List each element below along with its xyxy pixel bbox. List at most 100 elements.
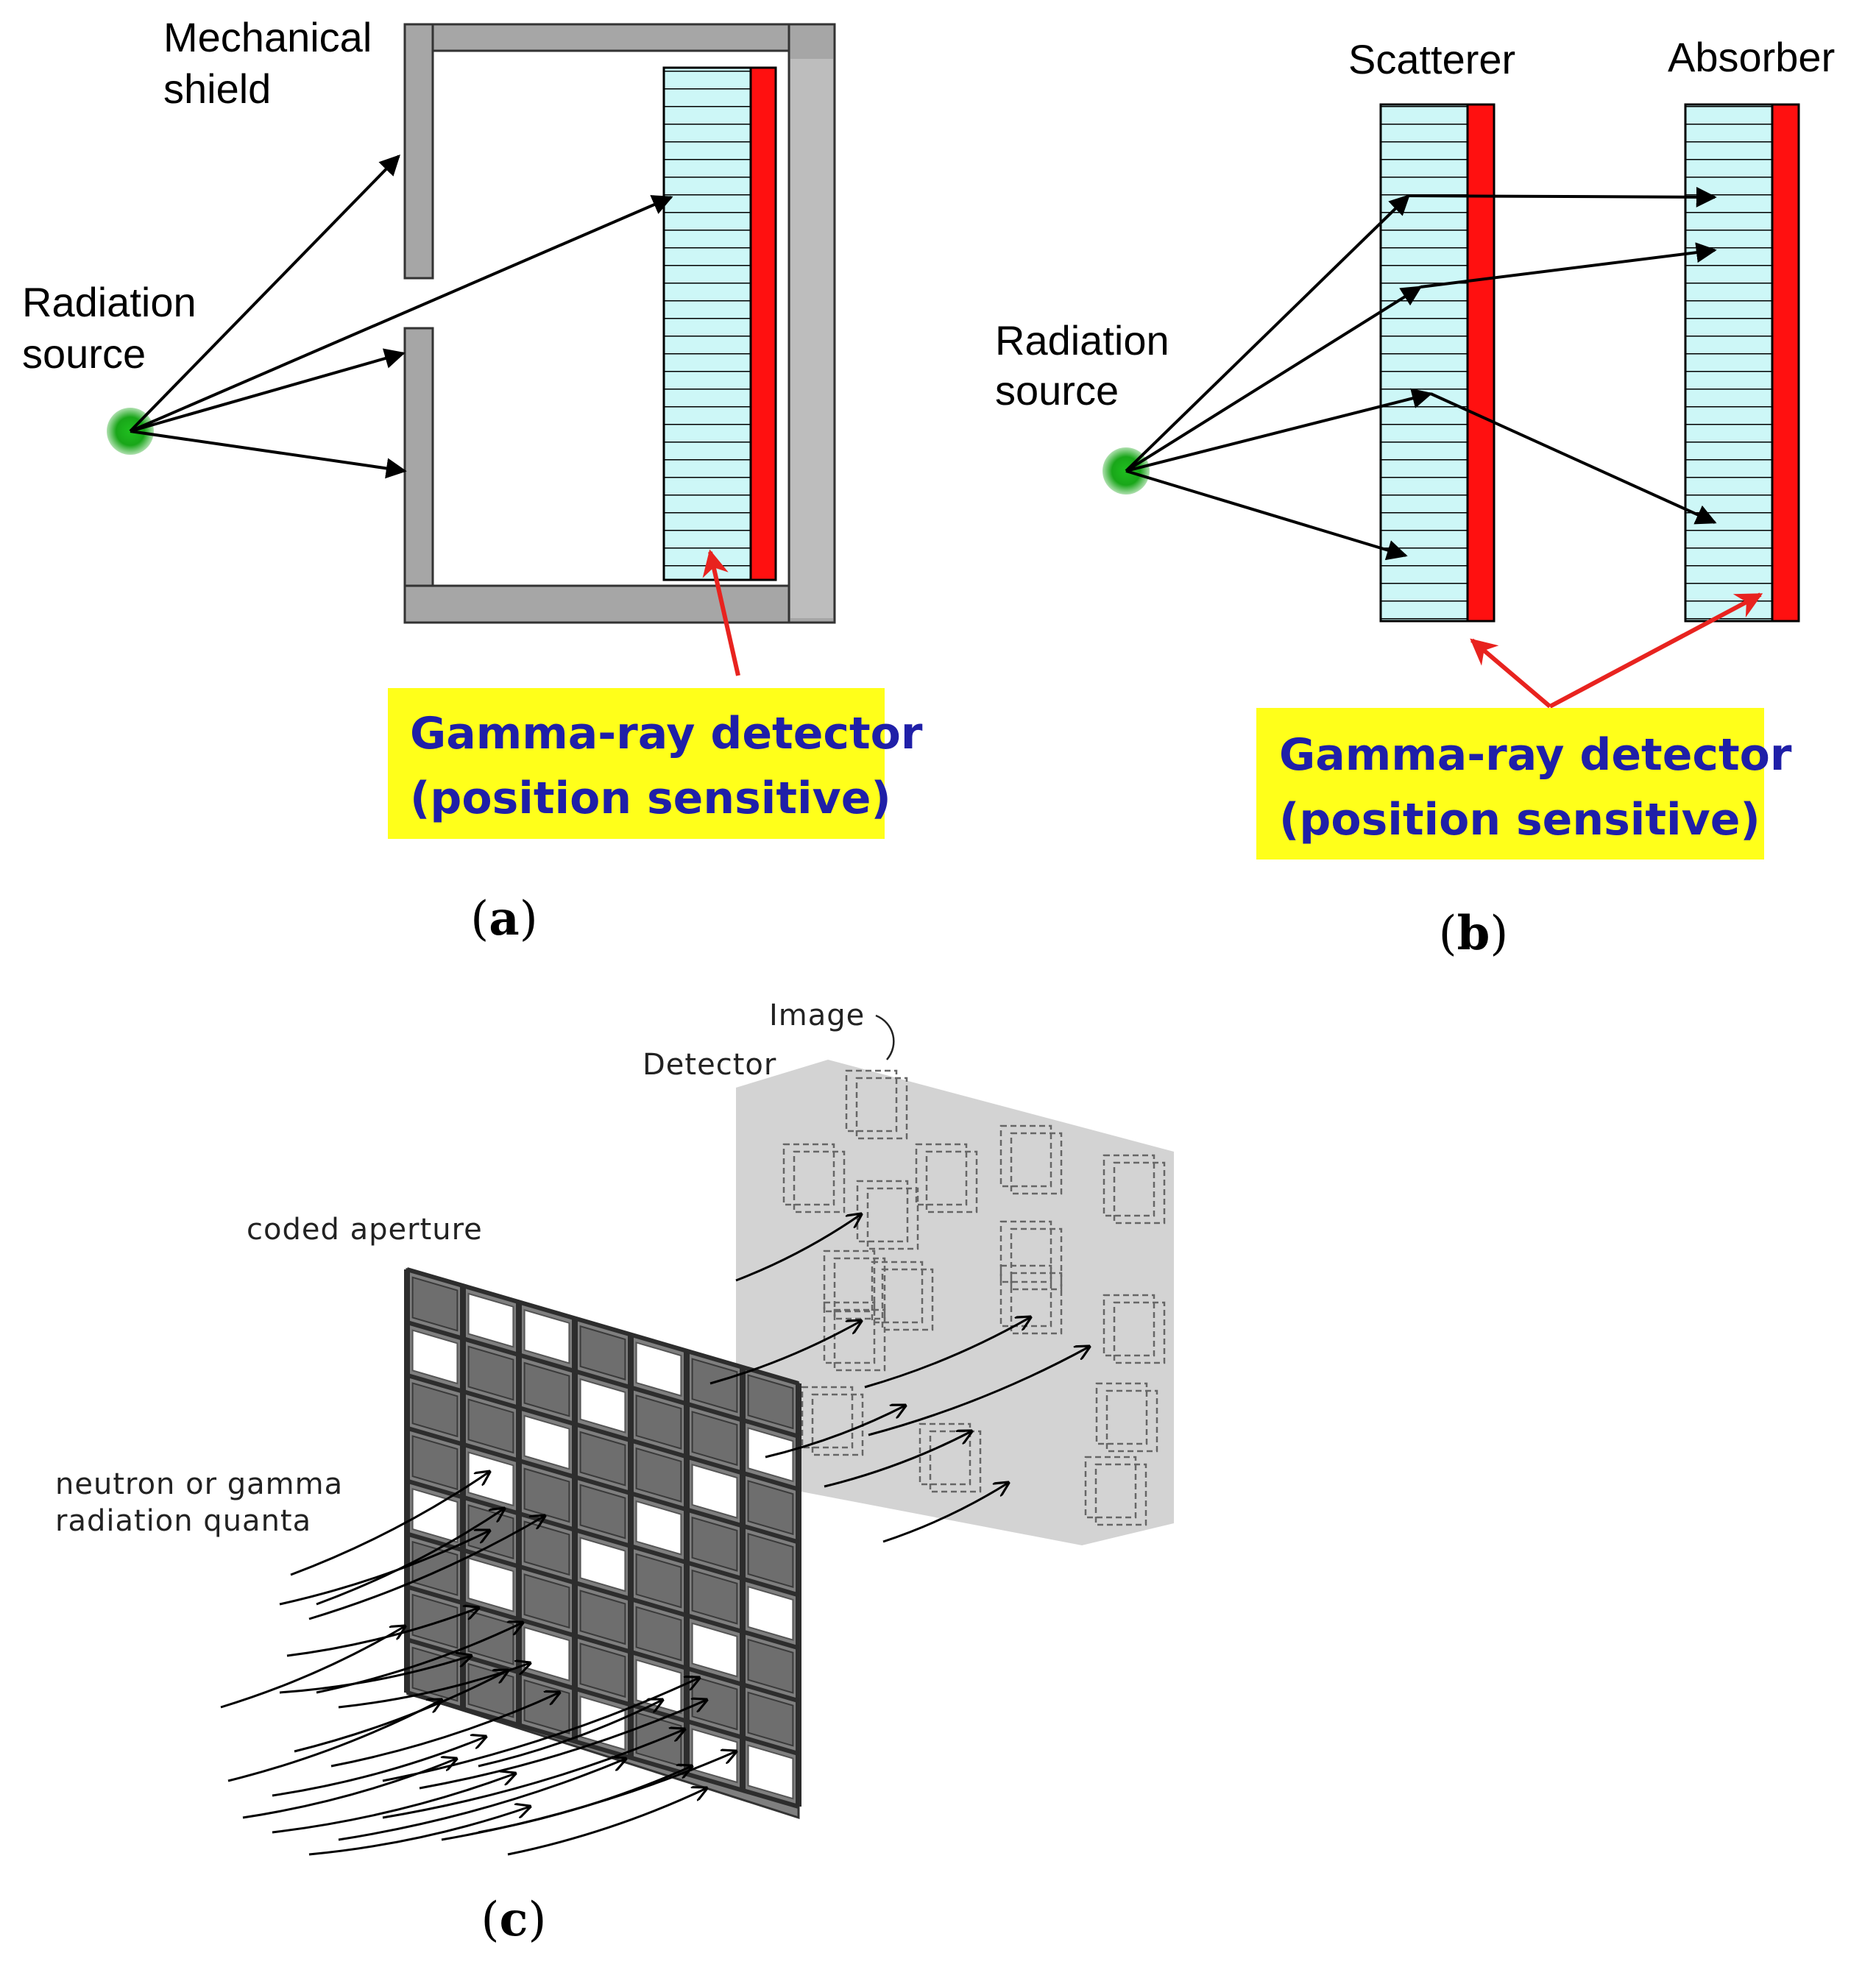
radiation-ray	[294, 1670, 508, 1753]
aperture-open-cell	[691, 1622, 738, 1678]
aperture-open-cell	[523, 1626, 570, 1682]
radiation-ray	[220, 1626, 405, 1709]
radiation-ray	[272, 1773, 515, 1834]
radiation-ray	[279, 1656, 471, 1694]
detector-label-b-line1: Gamma-ray detector	[1279, 729, 1792, 781]
radiation-ray	[824, 1431, 971, 1488]
image-spot	[999, 1124, 1052, 1188]
image-label-pointer	[875, 1014, 895, 1060]
image-spot-back	[1094, 1463, 1147, 1526]
caption-a: (a)	[470, 891, 537, 946]
rays-b	[1125, 186, 1717, 561]
detector-pointer-a	[702, 549, 740, 676]
detector-label-c: Detector	[643, 1048, 776, 1082]
aperture-bar	[406, 1267, 799, 1386]
caption-c: (c)	[481, 1892, 547, 1947]
panel-c: Image Detector coded aperture neutron or…	[55, 999, 1174, 1947]
aperture-bar	[406, 1531, 799, 1651]
quanta-label-line2: radiation quanta	[55, 1504, 311, 1538]
radiation-ray	[382, 1729, 684, 1819]
image-spot-back	[1010, 1132, 1063, 1195]
radiation-ray	[330, 1693, 559, 1768]
source-label-a-line1: Radiation	[22, 279, 197, 325]
radiation-ray	[316, 1623, 523, 1694]
image-label: Image	[769, 999, 865, 1032]
panel-a: Mechanical shield Radiation source Gamma…	[22, 14, 923, 946]
image-spot-back	[1105, 1389, 1158, 1453]
aperture-blocked-cell	[747, 1638, 794, 1694]
aperture-open-cell	[691, 1728, 738, 1784]
caption-a-letter: a	[489, 891, 519, 946]
svg-text:(c): (c)	[481, 1892, 547, 1947]
shield-label-line1: Mechanical	[163, 14, 372, 60]
radiation-ray	[507, 1788, 707, 1856]
aperture-bar	[406, 1478, 799, 1598]
aperture-blocked-cell	[411, 1435, 459, 1491]
aperture-blocked-cell	[579, 1431, 626, 1486]
aperture-blocked-cell	[523, 1573, 570, 1629]
aperture-blocked-cell	[579, 1325, 626, 1381]
aperture-blocked-cell	[411, 1382, 459, 1438]
aperture-blocked-cell	[523, 1467, 570, 1523]
aperture-blocked-cell	[411, 1593, 459, 1649]
aperture-blocked-cell	[467, 1345, 514, 1401]
radiation-ray	[338, 1759, 626, 1841]
image-spot	[782, 1143, 835, 1206]
aperture-blocked-cell	[691, 1411, 738, 1467]
source-label-b-line2: source	[995, 367, 1119, 414]
aperture-blocked-cell	[747, 1532, 794, 1588]
radiation-ray	[882, 1483, 1008, 1543]
aperture-open-cell	[747, 1585, 794, 1641]
aperture-bar	[406, 1425, 799, 1545]
rays-a	[129, 154, 673, 479]
source-label-b-line1: Radiation	[995, 317, 1169, 364]
aperture-open-cell	[747, 1744, 794, 1800]
aperture-blocked-cell	[691, 1516, 738, 1572]
caption-b: (b)	[1439, 906, 1509, 961]
detector-label-a-line2: (position sensitive)	[410, 773, 891, 824]
aperture-open-cell	[523, 1308, 570, 1364]
image-spot	[918, 1422, 971, 1486]
radiation-ray	[709, 1321, 861, 1385]
scatterer-detector	[1379, 103, 1496, 623]
image-spot	[801, 1386, 854, 1449]
aperture-open-cell	[411, 1488, 459, 1544]
detector-label-box-a	[388, 688, 885, 839]
radiation-ray	[272, 1737, 486, 1797]
image-spot-back	[925, 1150, 978, 1213]
aperture-blocked-cell	[747, 1374, 794, 1430]
scatterer-label: Scatterer	[1348, 36, 1515, 82]
detector-plane	[736, 1060, 1174, 1545]
image-spot	[1102, 1294, 1155, 1357]
aperture-blocked-cell	[635, 1394, 682, 1450]
caption-c-letter: c	[500, 1892, 528, 1947]
panel-b: Scatterer Absorber Radiation source Gamm…	[995, 34, 1835, 961]
aperture-bar	[406, 1319, 799, 1439]
image-spot-back	[793, 1150, 846, 1213]
radiation-ray	[290, 1472, 489, 1576]
aperture-blocked-cell	[635, 1447, 682, 1503]
image-spot-back	[1113, 1161, 1166, 1225]
image-spot	[1102, 1154, 1155, 1217]
aperture-blocked-cell	[523, 1520, 570, 1576]
aperture-open-cell	[579, 1537, 626, 1592]
aperture-blocked-cell	[523, 1361, 570, 1417]
image-spot	[871, 1261, 924, 1324]
aperture-label: coded aperture	[247, 1213, 483, 1247]
svg-text:(b): (b)	[1439, 906, 1509, 961]
aperture-blocked-cell	[411, 1276, 459, 1332]
image-spot-back	[833, 1308, 886, 1372]
detector-label-b-line2: (position sensitive)	[1279, 794, 1760, 846]
detector-label-a-line1: Gamma-ray detector	[410, 708, 923, 759]
aperture-blocked-cell	[579, 1642, 626, 1698]
aperture-blocked-cell	[635, 1606, 682, 1662]
image-spot-back	[1113, 1301, 1166, 1364]
aperture-blocked-cell	[467, 1398, 514, 1454]
absorber-detector	[1684, 103, 1800, 623]
aperture-blocked-cell	[635, 1553, 682, 1609]
radiation-ray	[735, 1214, 861, 1282]
radiation-ray	[864, 1317, 1030, 1389]
aperture-open-cell	[523, 1414, 570, 1470]
radiation-ray	[382, 1678, 699, 1782]
